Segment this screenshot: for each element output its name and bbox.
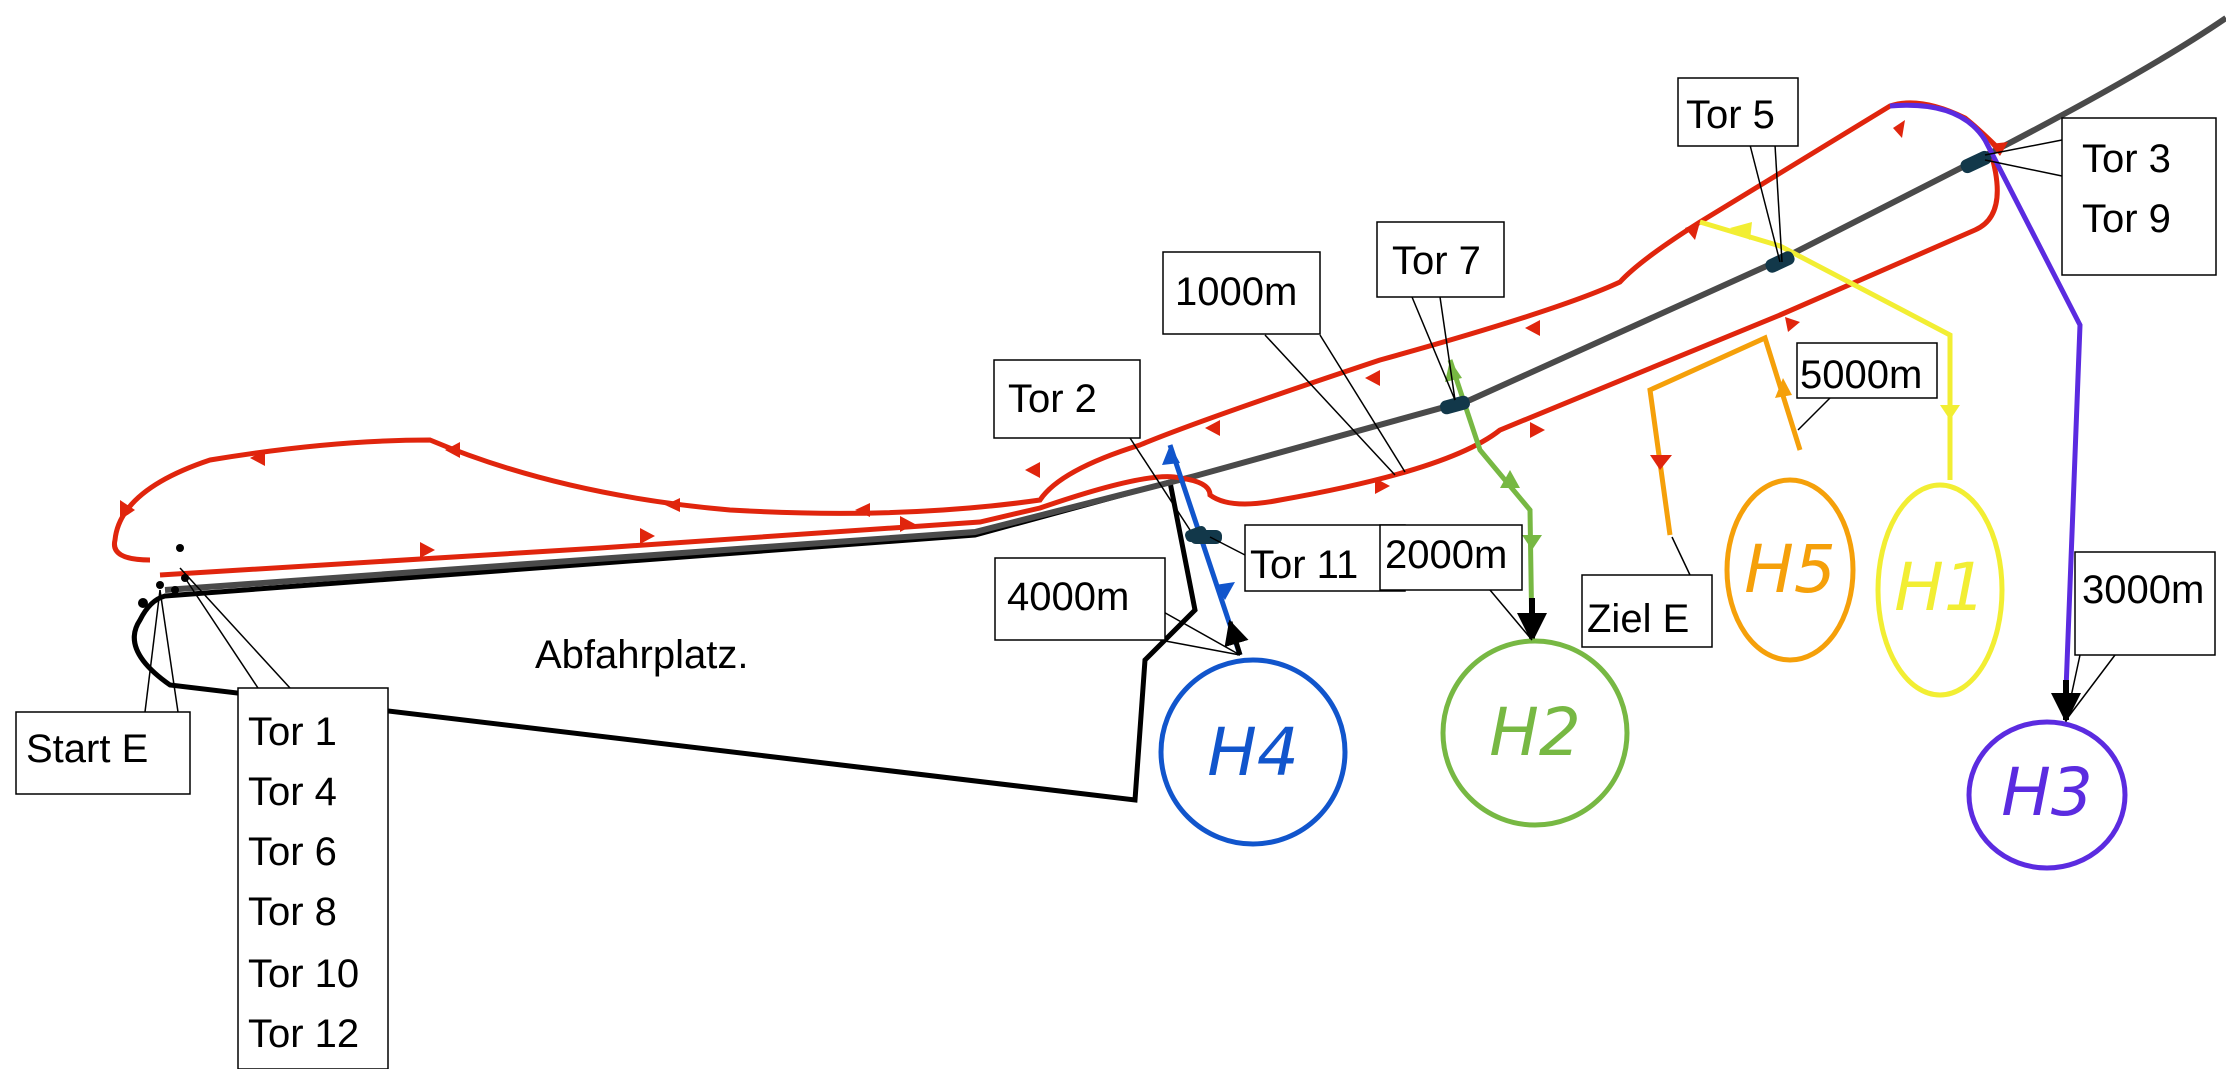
helipad-h3-label: H3: [2001, 754, 2093, 831]
label-ziel-e: Ziel E: [1581, 536, 1713, 648]
svg-text:Ziel E: Ziel E: [1587, 597, 1689, 641]
label-tor-list: Tor 1 Tor 4 Tor 6 Tor 8 Tor 10 Tor 12: [179, 567, 389, 1069]
svg-text:3000m: 3000m: [2082, 568, 2204, 612]
red-course-arrows: [120, 120, 2008, 558]
label-tor-5: Tor 5: [1677, 77, 1799, 263]
helipad-h5-label: H5: [1744, 531, 1836, 608]
label-4000m: 4000m: [994, 557, 1241, 656]
svg-text:Tor 11: Tor 11: [1250, 543, 1358, 587]
svg-text:Tor 9: Tor 9: [2082, 197, 2171, 241]
svg-text:Tor 8: Tor 8: [248, 890, 337, 934]
svg-text:Tor 3: Tor 3: [2082, 137, 2171, 181]
helipad-h1-label: H1: [1894, 549, 1986, 626]
h5-route: [1647, 334, 1803, 536]
helipad-h2: H2: [1440, 638, 1630, 828]
svg-text:1000m: 1000m: [1175, 270, 1297, 314]
label-start-e: Start E: [15, 589, 191, 795]
svg-text:Tor 1: Tor 1: [248, 710, 337, 754]
svg-text:Tor 6: Tor 6: [248, 830, 337, 874]
gate-tor-7: [1440, 395, 1470, 415]
svg-text:2000m: 2000m: [1385, 533, 1507, 577]
svg-text:4000m: 4000m: [1007, 575, 1129, 619]
label-tor-2: Tor 2: [993, 359, 1191, 531]
red-course-upper: [111, 100, 2002, 563]
label-1000m: 1000m: [1162, 251, 1406, 476]
svg-text:Start E: Start E: [26, 727, 148, 771]
label-3000m: 3000m: [2065, 551, 2216, 721]
red-course-lower: [159, 149, 2000, 578]
label-5000m: 5000m: [1796, 342, 1938, 431]
helipad-h3: H3: [1966, 719, 2128, 871]
svg-text:Tor 10: Tor 10: [248, 952, 359, 996]
helipad-h5: H5: [1724, 477, 1856, 663]
label-tor-11: Tor 11: [1209, 524, 1406, 592]
label-tor-3-9: Tor 3 Tor 9: [1984, 117, 2217, 276]
helipad-h4-label: H4: [1207, 714, 1299, 791]
helipad-h4: H4: [1158, 657, 1348, 847]
gate-tor-3: [1960, 150, 1992, 174]
svg-text:Tor 5: Tor 5: [1686, 93, 1775, 137]
abfahrplatz-boundary: [131, 478, 1198, 803]
svg-text:Tor 7: Tor 7: [1392, 239, 1481, 283]
gate-tor-11: [1190, 530, 1222, 544]
label-tor-7: Tor 7: [1376, 221, 1505, 401]
svg-text:Tor 4: Tor 4: [248, 770, 337, 814]
svg-text:5000m: 5000m: [1800, 353, 1922, 397]
label-2000m: 2000m: [1379, 524, 1533, 641]
h3-route: [1889, 102, 2083, 691]
helipad-h2-label: H2: [1489, 694, 1581, 771]
helipad-h1: H1: [1875, 482, 2005, 698]
label-abfahrplatz: Abfahrplatz.: [535, 633, 748, 677]
svg-text:Tor 2: Tor 2: [1008, 377, 1097, 421]
svg-text:Tor 12: Tor 12: [248, 1012, 359, 1056]
